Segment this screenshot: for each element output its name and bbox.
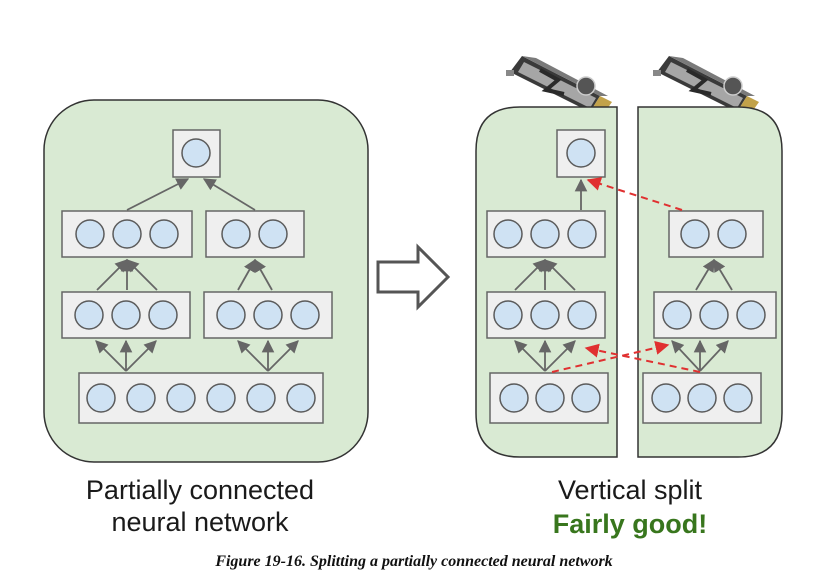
left-hidden-layer-1a	[61, 291, 191, 339]
right-caption: Vertical split	[557, 475, 703, 505]
connection-arrow	[671, 340, 701, 372]
connection-arrow	[126, 259, 158, 291]
graphics-card-icon	[506, 56, 612, 116]
neuron	[571, 383, 601, 413]
left-connections	[95, 178, 299, 372]
connection-arrow	[202, 178, 256, 211]
neuron	[221, 219, 251, 249]
right-connections	[514, 178, 733, 372]
connection-arrow	[713, 258, 733, 291]
neuron	[566, 138, 596, 168]
neuron	[680, 219, 710, 249]
neuron	[181, 138, 211, 168]
neuron	[74, 300, 104, 330]
verdict-label: Fairly good!	[552, 509, 708, 539]
neuron	[535, 383, 565, 413]
gpu2-hidden-layer-1	[653, 291, 777, 339]
connection-arrow	[514, 340, 546, 372]
connection-arrow	[254, 258, 273, 291]
layer-box	[205, 210, 305, 258]
gpu2-panel	[637, 106, 783, 458]
neuron	[493, 219, 523, 249]
neuron	[286, 383, 316, 413]
neuron	[662, 300, 692, 330]
neuron	[290, 300, 320, 330]
cross-device-arrow	[584, 343, 701, 373]
cross-device-arrow	[551, 341, 670, 373]
neuron	[206, 383, 236, 413]
neuron	[246, 383, 276, 413]
left-hidden-layer-2a	[61, 210, 193, 258]
connection-arrow	[126, 178, 190, 211]
neuron	[567, 300, 597, 330]
layer-box	[78, 372, 324, 424]
connection-arrow	[125, 340, 157, 372]
neuron	[75, 219, 105, 249]
gpu1-hidden-layer-1	[486, 291, 606, 339]
gpu2-hidden-layer-2	[668, 210, 764, 258]
neuron	[86, 383, 116, 413]
neuron	[567, 219, 597, 249]
hollow-right-arrow-icon	[376, 243, 451, 311]
neuron	[112, 219, 142, 249]
neuron	[166, 383, 196, 413]
connection-arrow	[267, 340, 299, 372]
neuron	[699, 300, 729, 330]
left-hidden-layer-2b	[205, 210, 305, 258]
left-input-layer	[78, 372, 324, 424]
gpu1-input-layer	[489, 372, 609, 424]
left-caption-line1: Partially connected	[85, 475, 315, 505]
left-panel	[43, 99, 369, 463]
left-network	[43, 99, 369, 463]
left-output-layer	[172, 129, 221, 178]
neuron	[149, 219, 179, 249]
left-caption-line2: neural network	[111, 507, 289, 537]
gpu1-output-layer	[556, 129, 606, 178]
connection-arrow	[95, 340, 127, 372]
neuron	[253, 300, 283, 330]
gpu2-input-layer	[642, 372, 762, 424]
neuron	[530, 300, 560, 330]
connection-arrow	[695, 258, 715, 291]
right-network	[475, 56, 783, 458]
left-hidden-layer-1b	[203, 291, 333, 339]
connection-arrow	[699, 340, 729, 372]
neuron	[216, 300, 246, 330]
neuron	[717, 219, 747, 249]
neuron	[736, 300, 766, 330]
neuron	[723, 383, 753, 413]
neuron	[258, 219, 288, 249]
connection-arrow	[237, 258, 256, 291]
neuron	[530, 219, 560, 249]
neuron	[687, 383, 717, 413]
cross-device-arrow	[586, 177, 683, 211]
connection-arrow	[544, 340, 576, 372]
left-caption: Partially connected neural network	[30, 474, 370, 538]
connection-arrow	[544, 259, 576, 291]
neuron	[126, 383, 156, 413]
connection-arrow	[237, 340, 269, 372]
neuron	[651, 383, 681, 413]
gpu1-hidden-layer-2	[486, 210, 606, 258]
neuron	[493, 300, 523, 330]
neuron	[499, 383, 529, 413]
graphics-card-icon	[653, 56, 759, 116]
cross-device-connections	[551, 177, 701, 373]
neuron	[148, 300, 178, 330]
neuron	[111, 300, 141, 330]
figure-caption: Figure 19-16. Splitting a partially conn…	[215, 553, 613, 570]
